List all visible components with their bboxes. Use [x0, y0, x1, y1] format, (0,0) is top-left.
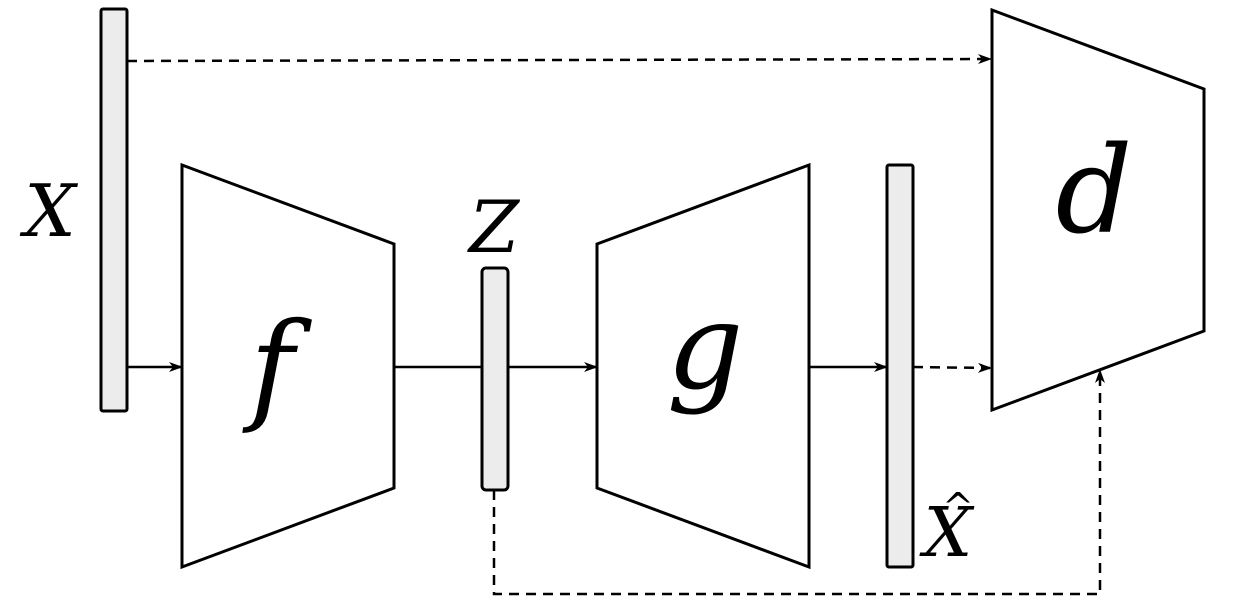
discriminator-d: [990, 7, 1206, 413]
label-z: Z: [467, 185, 521, 269]
decoder-g: [595, 162, 811, 570]
reconstruction-vector-x-hat: [885, 163, 915, 569]
label-d: d: [1056, 122, 1133, 261]
encoder-f: [180, 162, 396, 570]
latent-vector-z: [480, 266, 510, 492]
dashed-arrow-x-to-d: [126, 54, 992, 65]
dashed-arrow-z-to-d: [492, 369, 1105, 596]
dashed-arrow-x-hat-to-d: [912, 362, 992, 373]
label-x: X: [19, 169, 78, 253]
input-vector-x: [99, 7, 129, 413]
label-x-hat: X: [919, 494, 975, 573]
label-x-hat-accent: ^: [942, 485, 974, 529]
label-g: g: [667, 278, 744, 417]
